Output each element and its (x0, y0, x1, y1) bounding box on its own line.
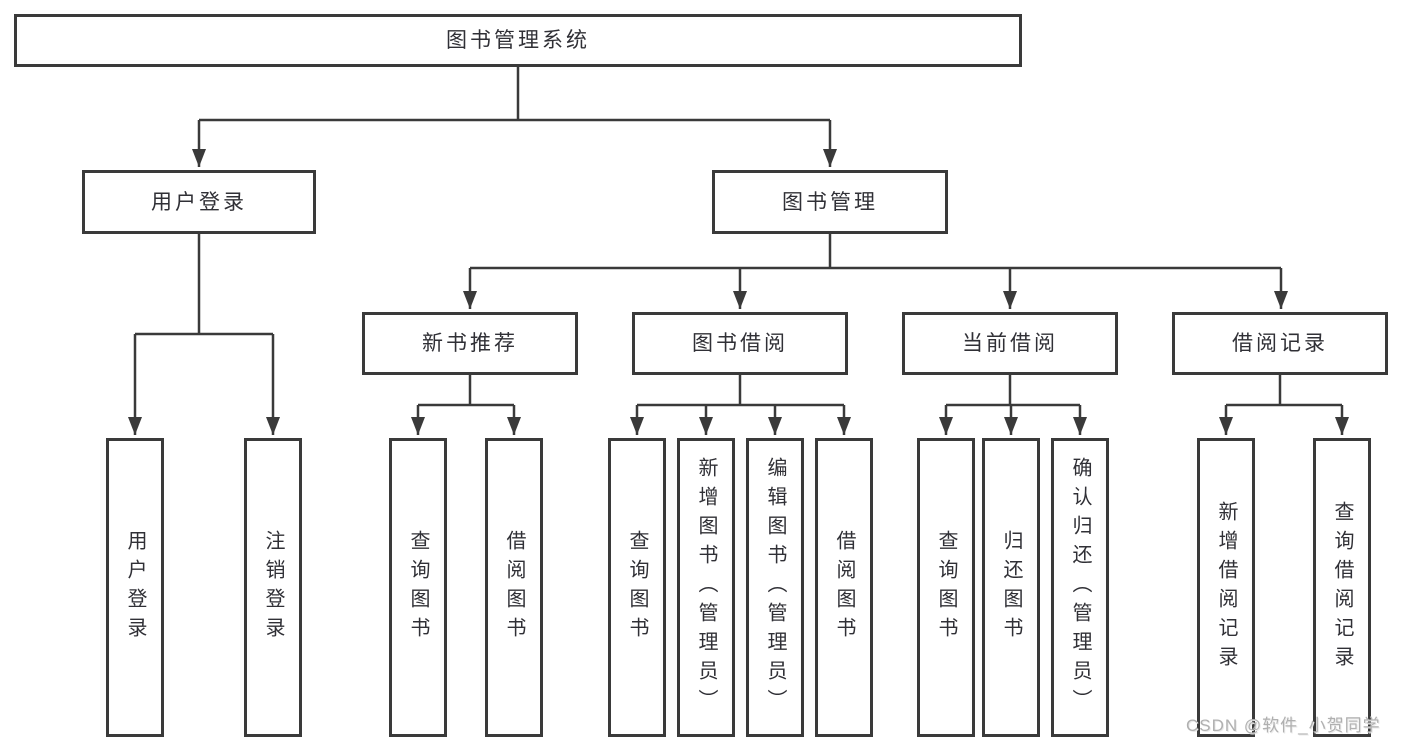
leaf-return-book: 归还图书 (982, 438, 1040, 737)
leaf-query-books-borrow: 查询图书 (608, 438, 666, 737)
node-book-management: 图书管理 (712, 170, 948, 234)
node-book-borrow: 图书借阅 (632, 312, 848, 375)
leaf-query-books-recommend: 查询图书 (389, 438, 447, 737)
node-borrow-records: 借阅记录 (1172, 312, 1388, 375)
node-new-book-recommend: 新书推荐 (362, 312, 578, 375)
leaf-add-borrow-record: 新增借阅记录 (1197, 438, 1255, 737)
leaf-logout: 注销登录 (244, 438, 302, 737)
leaf-user-login: 用户登录 (106, 438, 164, 737)
leaf-query-books-current: 查询图书 (917, 438, 975, 737)
leaf-confirm-return-admin: 确认归还（管理员） (1051, 438, 1109, 737)
leaf-borrow-books-recommend: 借阅图书 (485, 438, 543, 737)
leaf-add-book-admin: 新增图书（管理员） (677, 438, 735, 737)
csdn-watermark: CSDN @软件_小贺同学 (1186, 716, 1381, 735)
leaf-query-borrow-record: 查询借阅记录 (1313, 438, 1371, 737)
leaf-edit-book-admin: 编辑图书（管理员） (746, 438, 804, 737)
node-root: 图书管理系统 (14, 14, 1022, 67)
node-user-login: 用户登录 (82, 170, 316, 234)
node-current-borrow: 当前借阅 (902, 312, 1118, 375)
leaf-borrow-books: 借阅图书 (815, 438, 873, 737)
